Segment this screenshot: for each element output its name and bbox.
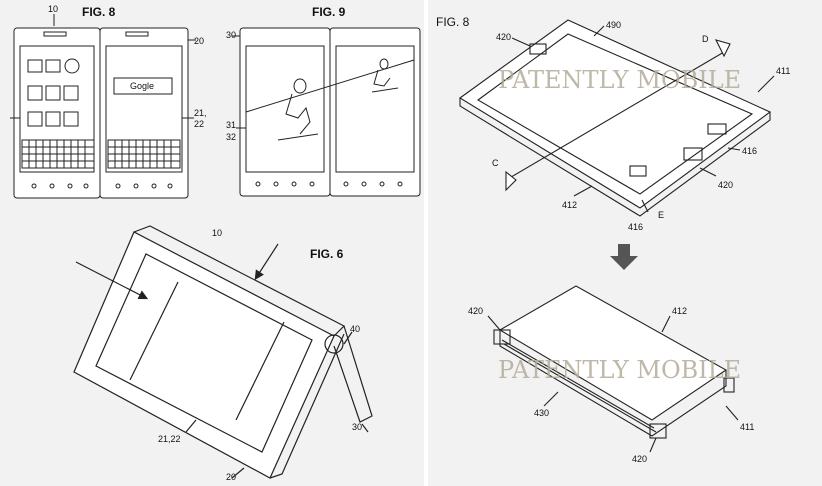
fig9-title: FIG. 9 — [312, 5, 346, 19]
fig6-ref-20: 20 — [226, 472, 236, 482]
fig8-right-ref-C: C — [492, 158, 499, 168]
fig9-ref-30: 30 — [226, 30, 236, 40]
panel-divider — [424, 0, 428, 486]
fig8-right-bottom-ref-411: 411 — [740, 422, 754, 432]
fig8-right-top-drawing — [459, 19, 775, 217]
fig6-drawing — [73, 225, 373, 479]
fig8-right-ref-420-right: 420 — [718, 180, 733, 190]
fig8-right-bottom-ref-420-top: 420 — [468, 306, 483, 316]
fig6-ref-40: 40 — [350, 324, 360, 334]
fig8-right-ref-E: E — [658, 210, 664, 220]
fig8-left-ref-20: 20 — [194, 36, 204, 46]
down-arrow-icon — [610, 244, 638, 270]
fig8-right-ref-416-bottom: 416 — [628, 222, 643, 232]
watermark-top: PATENTLY MOBILE — [498, 66, 741, 94]
fig9-ref-31: 31 — [226, 120, 236, 130]
fig8-right-ref-D: D — [702, 34, 709, 44]
fig8-right-bottom-drawing — [487, 285, 739, 453]
fig8-right-ref-420-top: 420 — [496, 32, 511, 42]
fig8-left-search-text: Gogle — [130, 81, 154, 91]
fig8-left-title: FIG. 8 — [82, 5, 116, 19]
fig8-right-bottom-ref-430: 430 — [534, 408, 549, 418]
fig8-right-bottom-ref-420-bottom: 420 — [632, 454, 647, 464]
fig8-right-title: FIG. 8 — [436, 15, 470, 29]
fig9-drawing — [232, 27, 421, 197]
fig8-right-ref-411: 411 — [776, 66, 790, 76]
fig8-left-drawing — [10, 14, 196, 199]
fig8-left-ref-10: 10 — [48, 4, 58, 14]
fig6-ref-10: 10 — [212, 228, 222, 238]
fig8-right-ref-412: 412 — [562, 200, 577, 210]
fig8-right-ref-416-right: 416 — [742, 146, 757, 156]
fig6-title: FIG. 6 — [310, 247, 344, 261]
fig8-right-ref-490: 490 — [606, 20, 621, 30]
fig8-right-bottom-ref-412: 412 — [672, 306, 687, 316]
fig6-ref-21-22: 21,22 — [158, 434, 181, 444]
watermark-bottom: PATENTLY MOBILE — [498, 356, 741, 384]
fig8-left-ref-21-22: 21,22 — [194, 108, 207, 129]
fig9-ref-32: 32 — [226, 132, 236, 142]
fig6-ref-30: 30 — [352, 422, 362, 432]
